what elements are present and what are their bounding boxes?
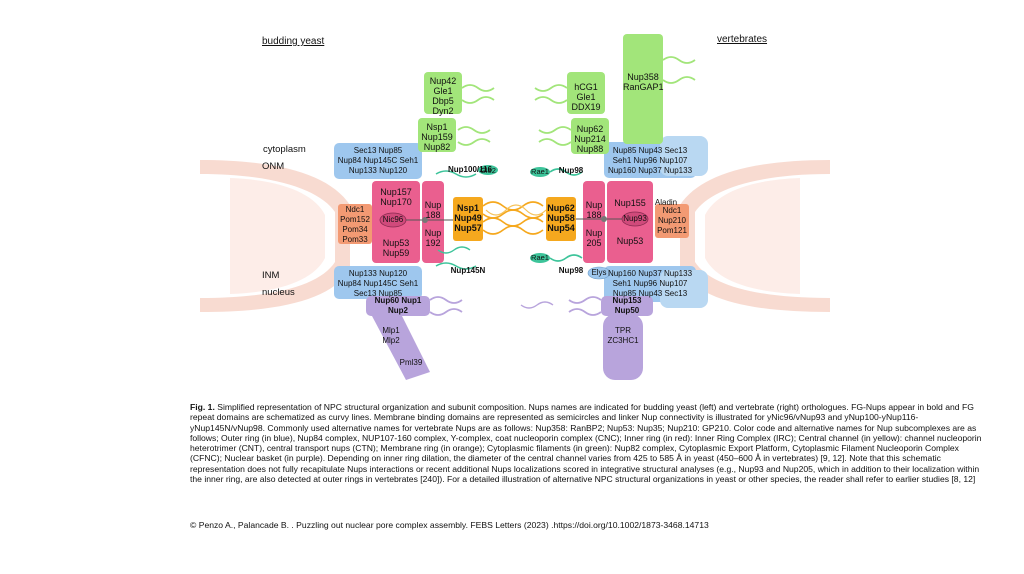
yeast-nup192: Nup 192 <box>424 228 442 248</box>
inm-label: INM <box>262 270 280 281</box>
nuclear-envelope <box>200 160 830 312</box>
vert-nup98-top: Nup98 <box>558 166 584 175</box>
outer-rings <box>334 136 708 308</box>
yeast-cf-nsp1: Nsp1 Nup159 Nup82 <box>418 122 456 152</box>
linker-nups <box>406 165 622 280</box>
yeast-cf-nsp1-bold: Nsp1 Nup159 <box>421 122 453 142</box>
yeast-inner-ring-top: Nup157 Nup170 <box>380 187 412 207</box>
yeast-cf-top-bold: Nup42 <box>429 76 457 86</box>
yeast-membrane-ring: Ndc1 Pom152 Pom34 Pom33 <box>340 205 370 244</box>
vert-nup205: Nup 205 <box>585 228 603 248</box>
onm-label: ONM <box>262 161 285 172</box>
yeast-pml39: Pml39 <box>399 358 423 367</box>
nucleus-label: nucleus <box>262 287 295 298</box>
vertebrates-title: vertebrates <box>717 34 768 45</box>
vert-basket-top: Nup153 Nup50 <box>612 296 642 315</box>
caption-text: Simplified representation of NPC structu… <box>190 402 982 485</box>
yeast-cf-top: Nup42 Gle1 Dbp5 Dyn2 <box>426 76 460 116</box>
vert-outer-ring-top: Nup85 Nup43 Sec13 Seh1 Nup96 Nup107 Nup1… <box>607 146 693 175</box>
vert-cf-top: hCG1 Gle1 DDX19 <box>567 82 605 112</box>
yeast-cf-top-rest: Gle1 Dbp5 Dyn2 <box>432 86 454 116</box>
vert-cf-358-bold: Nup358 <box>627 72 659 82</box>
membrane-rings <box>338 204 689 244</box>
yeast-linker-top: Nup100/116 <box>448 165 493 174</box>
vert-rae1-bottom: Rae1 <box>531 253 549 262</box>
vert-cf-top-rest: Gle1 DDX19 <box>571 92 601 112</box>
vert-elys: Elys <box>591 268 607 277</box>
cytoplasm-label: cytoplasm <box>263 144 306 155</box>
vert-basket-tpr: TPR ZC3HC1 <box>607 326 639 345</box>
yeast-inner-ring-bottom: Nup53 Nup59 <box>382 238 410 258</box>
vert-cf-62-bold: Nup62 Nup214 <box>574 124 606 144</box>
yeast-cf-nsp1-rest: Nup82 <box>423 142 451 152</box>
vert-membrane-ring: Ndc1 Nup210 Pom121 <box>657 206 687 235</box>
vert-nup93: Nup93 <box>623 214 647 223</box>
yeast-nup188: Nup 188 <box>424 200 442 220</box>
vert-nup53: Nup53 <box>616 236 644 246</box>
vert-cf-62: Nup62 Nup214 Nup88 <box>571 124 609 154</box>
yeast-outer-ring-bottom: Nup133 Nup120 Nup84 Nup145C Seh1 Sec13 N… <box>337 269 419 298</box>
yeast-outer-ring-top: Sec13 Nup85 Nup84 Nup145C Seh1 Nup133 Nu… <box>337 146 419 175</box>
central-channel <box>453 197 576 241</box>
vert-outer-ring-bottom: Nup160 Nup37 Nup133 Seh1 Nup96 Nup107 Nu… <box>607 269 693 298</box>
vert-nup155: Nup155 <box>614 198 646 208</box>
cytoplasmic-filaments <box>418 34 696 154</box>
vert-nup188: Nup 188 <box>585 200 603 220</box>
vert-aladin: Aladin <box>654 198 678 207</box>
yeast-gle2: Gle2 <box>480 166 496 175</box>
figure-caption: Fig. 1. Simplified representation of NPC… <box>190 402 990 484</box>
figure-credit: © Penzo A., Palancade B. . Puzzling out … <box>190 520 709 530</box>
yeast-linker-bottom: Nup145N <box>450 266 486 275</box>
vert-cf-358-rest: RanGAP1 <box>623 82 664 92</box>
yeast-central-channel: Nsp1 Nup49 Nup57 <box>454 203 482 233</box>
vert-cf-top-bold: hCG1 <box>574 82 598 92</box>
caption-label: Fig. 1. <box>190 402 215 412</box>
yeast-nic96: Nic96 <box>382 215 404 224</box>
yeast-basket-mlp: Mlp1 Mlp2 <box>382 326 400 345</box>
yeast-basket-top: Nup60 Nup1 Nup2 <box>374 296 422 315</box>
vert-rae1-top: Rae1 <box>531 167 549 176</box>
inner-rings <box>372 181 653 263</box>
vert-central-channel: Nup62 Nup58 Nup54 <box>547 203 575 233</box>
vert-cf-62-rest: Nup88 <box>576 144 604 154</box>
vert-cf-358: Nup358 RanGAP1 <box>623 72 664 92</box>
vert-nup98-bottom: Nup98 <box>558 266 584 275</box>
yeast-title: budding yeast <box>262 36 325 47</box>
nuclear-baskets <box>366 296 653 380</box>
